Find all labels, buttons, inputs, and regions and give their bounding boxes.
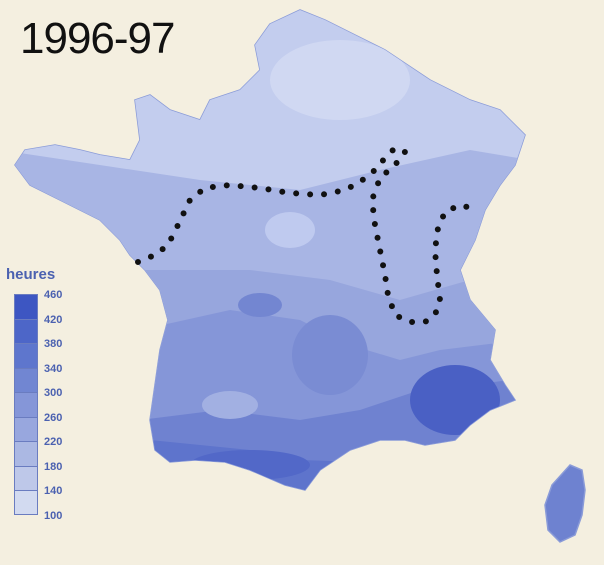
legend-tick-label: 380 [44,338,63,350]
legend-tick-label: 180 [44,460,63,473]
legend-tick-label: 420 [44,313,63,326]
legend-swatch [14,343,38,368]
legend-title: heures [6,266,56,283]
map-title: 1996-97 [20,14,175,63]
corsica-shape [544,464,586,543]
legend-swatch [14,294,38,319]
legend-tick-label: 260 [44,411,63,424]
legend-swatch [14,441,38,466]
legend-swatch [14,367,38,392]
legend-tick-label: 220 [44,436,63,448]
legend-swatch [14,465,38,490]
dotted-boundary-line [135,144,481,325]
legend-swatches [14,294,40,515]
legend-tick-label: 300 [44,387,63,399]
legend-tick-label: 460 [44,289,63,301]
legend-tick-label: 140 [44,485,63,497]
legend-swatch [14,392,38,417]
legend-tick-label: 340 [44,362,63,375]
legend-swatch [14,416,38,441]
legend-swatch [14,490,38,515]
legend-swatch [14,318,38,343]
legend-tick-label: 100 [44,509,63,522]
